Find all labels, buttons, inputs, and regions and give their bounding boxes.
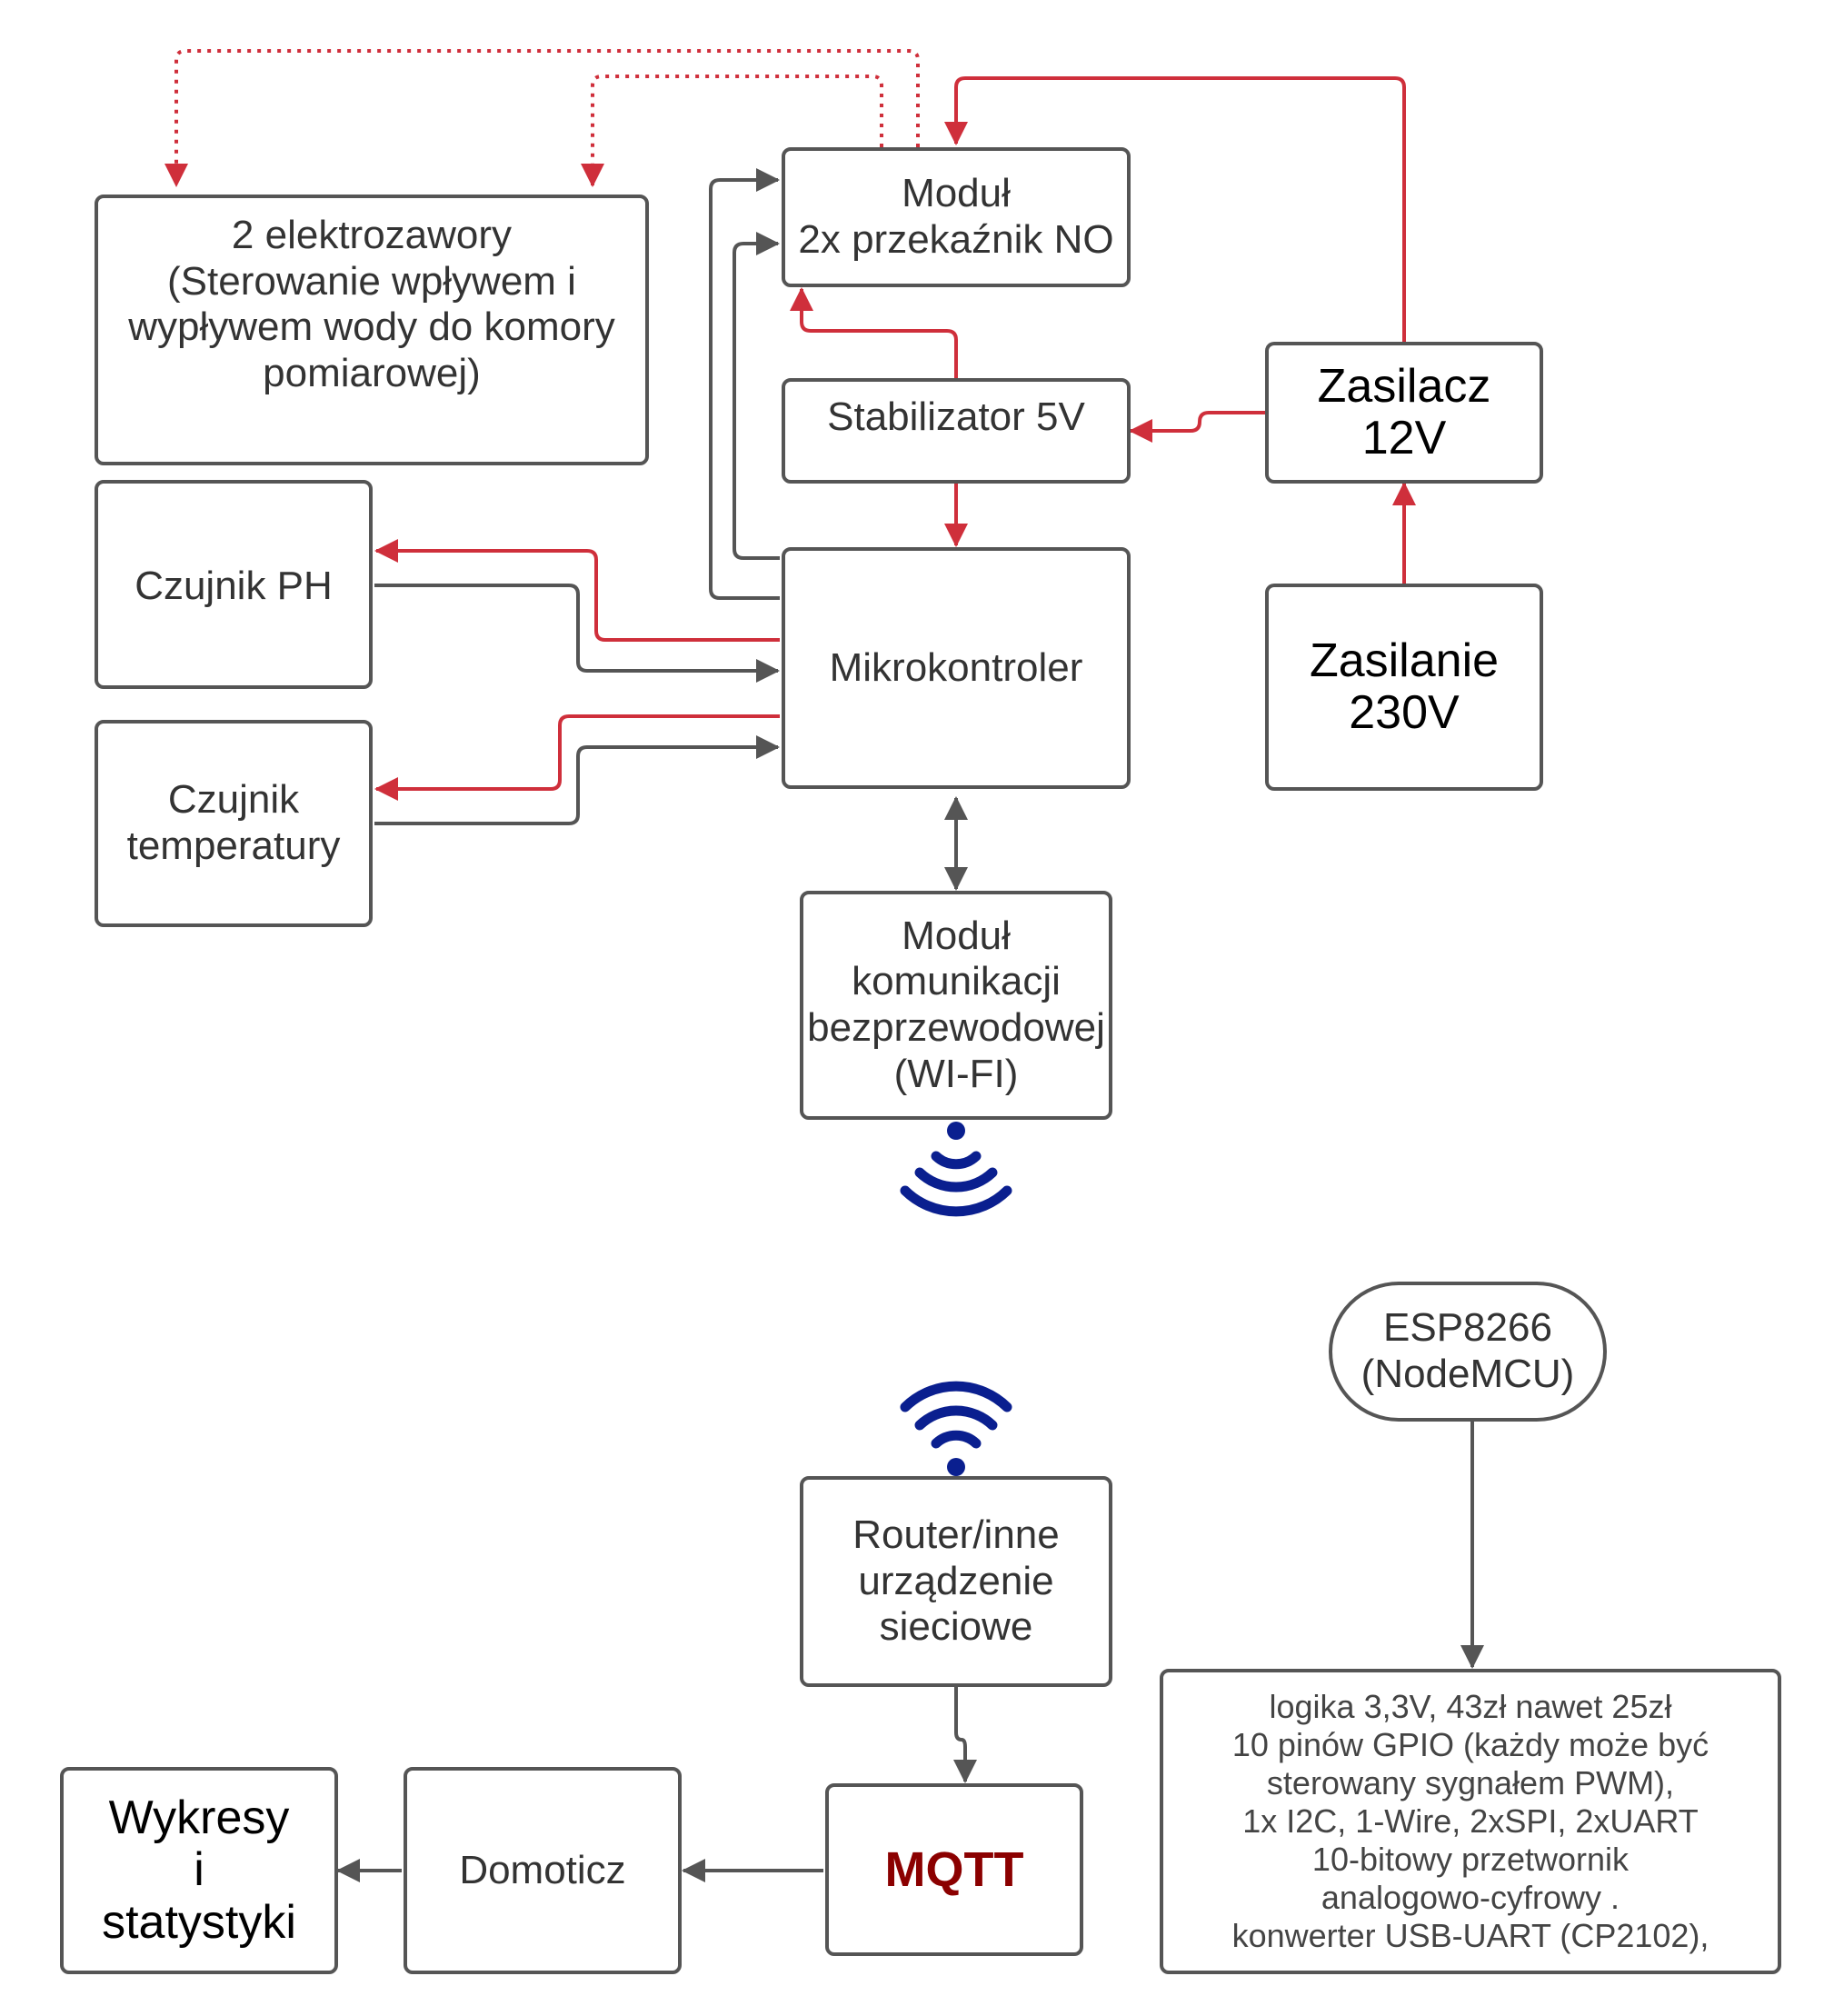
- supply-to-relay-line: [944, 76, 1406, 342]
- ph-to-mcu-signal-line: [374, 584, 780, 683]
- relay-to-valve-b-line: [581, 75, 883, 187]
- temperature-sensor-label: Czujnik temperatury: [126, 777, 341, 868]
- esp-specs-label: logika 3,3V, 43zł nawet 25zł 10 pinów GP…: [1231, 1687, 1709, 1955]
- ph-sensor-node: Czujnik PH: [95, 480, 373, 689]
- supply-to-stabilizer-line: [1129, 411, 1265, 443]
- ph-sensor-label: Czujnik PH: [135, 564, 333, 608]
- mains-230v-label: Zasilanie 230V: [1309, 634, 1500, 739]
- router-node: Router/inne urządzenie sieciowe: [800, 1476, 1112, 1687]
- solenoid-valves-node: 2 elektrozawory (Sterowanie wpływem i wy…: [95, 195, 649, 465]
- mains-230v-node: Zasilanie 230V: [1265, 584, 1543, 791]
- router-to-mqtt-line: [953, 1687, 977, 1783]
- domoticz-label: Domoticz: [459, 1847, 626, 1892]
- relay-module-node: Moduł 2x przekaźnik NO: [782, 147, 1131, 287]
- mqtt-label: MQTT: [884, 1842, 1024, 1897]
- esp8266-label: ESP8266 (NodeMCU): [1361, 1305, 1575, 1396]
- mcu-to-relay-line-a: [709, 168, 780, 600]
- mqtt-node: MQTT: [825, 1783, 1083, 1956]
- solenoid-valves-label: 2 elektrozawory (Sterowanie wpływem i wy…: [128, 213, 615, 395]
- relay-to-valve-a-line: [164, 49, 920, 187]
- stabilizer-to-relay-line: [790, 287, 958, 378]
- esp-specs-node: logika 3,3V, 43zł nawet 25zł 10 pinów GP…: [1160, 1669, 1781, 1974]
- router-label: Router/inne urządzenie sieciowe: [852, 1512, 1060, 1650]
- charts-statistics-label: Wykresy i statystyki: [102, 1791, 296, 1949]
- wifi-module-label: Moduł komunikacji bezprzewodowej (WI-FI): [807, 913, 1105, 1096]
- stabilizer-label: Stabilizator 5V: [827, 394, 1085, 439]
- stabilizer-node: Stabilizator 5V: [782, 378, 1131, 484]
- mcu-to-ph-power-line: [374, 539, 780, 642]
- domoticz-node: Domoticz: [404, 1767, 682, 1974]
- wifi-signal-up-icon: [900, 1381, 1012, 1476]
- power-supply-12v-node: Zasilacz 12V: [1265, 342, 1543, 484]
- temp-to-mcu-signal-line: [374, 735, 780, 825]
- power-supply-12v-label: Zasilacz 12V: [1317, 359, 1491, 464]
- temperature-sensor-node: Czujnik temperatury: [95, 720, 373, 927]
- microcontroller-node: Mikrokontroler: [782, 547, 1131, 789]
- wifi-module-node: Moduł komunikacji bezprzewodowej (WI-FI): [800, 891, 1112, 1120]
- charts-statistics-node: Wykresy i statystyki: [60, 1767, 338, 1974]
- esp8266-node: ESP8266 (NodeMCU): [1329, 1282, 1607, 1422]
- relay-module-label: Moduł 2x przekaźnik NO: [798, 171, 1114, 262]
- mcu-to-temp-power-line: [374, 714, 780, 801]
- mcu-to-relay-line-b: [733, 232, 780, 560]
- wifi-signal-down-icon: [900, 1122, 1012, 1217]
- microcontroller-label: Mikrokontroler: [829, 644, 1083, 690]
